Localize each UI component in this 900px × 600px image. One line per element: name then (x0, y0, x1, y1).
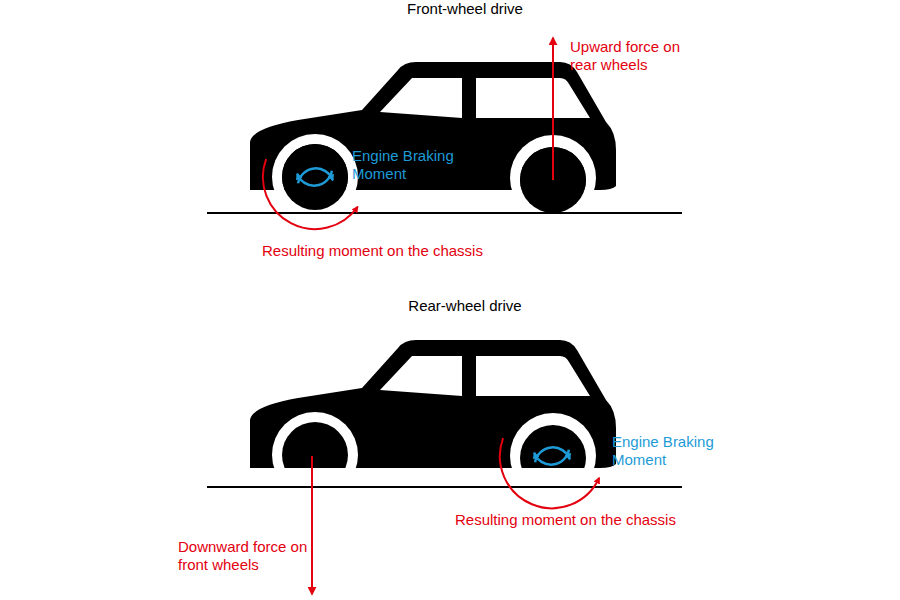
force-label: Upward force on rear wheels (570, 38, 700, 74)
moment-label: Resulting moment on the chassis (455, 511, 676, 529)
section-heading: Rear-wheel drive (408, 297, 521, 315)
moment-label: Engine Braking Moment (612, 433, 737, 469)
moment-label: Resulting moment on the chassis (262, 242, 483, 260)
moment-label: Engine Braking Moment (352, 147, 477, 183)
section-heading: Front-wheel drive (407, 0, 523, 18)
force-label: Downward force on front wheels (178, 538, 308, 574)
